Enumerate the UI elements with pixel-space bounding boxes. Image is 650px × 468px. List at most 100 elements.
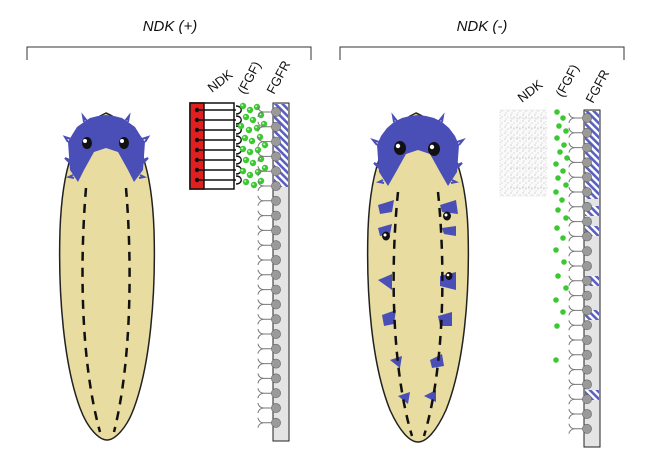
fgf-molecule xyxy=(559,197,565,203)
fgf-molecule xyxy=(260,120,268,128)
fgf-highlight xyxy=(250,139,253,142)
planarian-ndk-plus xyxy=(58,112,156,441)
fgf-molecule xyxy=(557,149,563,155)
pharynx-center xyxy=(92,151,120,186)
ndk-dot xyxy=(194,147,200,153)
fgf-highlight xyxy=(248,150,251,153)
fgf-highlight xyxy=(239,124,242,127)
panel-title-ndk-plus: NDK (+) xyxy=(143,18,198,35)
fgfr-receptor-arm xyxy=(257,210,272,221)
fgfr-receptor-arm xyxy=(257,151,272,162)
fgf-molecule xyxy=(554,109,560,115)
label-fgf: (FGF) xyxy=(552,62,582,100)
fgfr-receptor-arm xyxy=(568,201,583,212)
fgfr-receptor-head xyxy=(582,187,592,197)
label-fgfr: FGFR xyxy=(263,58,293,96)
fgfr-receptor-arm xyxy=(257,284,272,295)
fgf-highlight xyxy=(255,105,258,108)
fgf-molecule xyxy=(242,156,250,164)
fgf-molecule xyxy=(563,128,569,134)
fgfr-receptor-head xyxy=(582,394,592,405)
fgfr-receptor-head xyxy=(582,379,592,390)
fgf-molecule xyxy=(250,181,258,189)
fgfr-receptor-head xyxy=(582,113,592,123)
head-eye-region xyxy=(377,115,459,186)
fgf-molecule xyxy=(253,124,261,132)
ndk-cup xyxy=(235,115,242,125)
fgf-molecule xyxy=(237,122,245,130)
fgfr-receptor-arm xyxy=(257,402,272,414)
fgfr-receptor-arm xyxy=(257,106,272,118)
fgfr-receptor-head xyxy=(582,275,592,286)
fgfr-receptor-arm xyxy=(257,299,272,310)
head-sensory-fringe xyxy=(370,112,466,184)
ndk-dot xyxy=(194,177,200,183)
fgfr-receptor-head xyxy=(271,388,281,399)
fgf-highlight xyxy=(263,166,266,169)
fgf-molecule xyxy=(555,207,561,213)
fgf-highlight xyxy=(252,183,255,186)
fgf-molecule xyxy=(239,102,247,110)
eye-right xyxy=(428,142,440,156)
fgf-molecule xyxy=(563,285,569,291)
fgfr-receptor-arm xyxy=(257,225,272,236)
fgfr-receptor-head xyxy=(271,181,281,191)
planarian-ndk-minus xyxy=(366,112,470,443)
fgf-molecule xyxy=(560,309,566,315)
fgf-molecule xyxy=(245,126,253,134)
ndk-cup xyxy=(235,135,242,145)
fgfr-receptor-arm xyxy=(568,364,583,375)
fgfr-receptor-head xyxy=(271,417,281,428)
panel-bracket-ndk-plus xyxy=(26,46,312,60)
fgfr-receptor-arm xyxy=(568,127,583,138)
fgfr-receptor-head xyxy=(582,349,592,360)
fgf-highlight xyxy=(241,147,244,150)
fgfr-receptor-head xyxy=(582,364,592,375)
fgfr-receptor-arm xyxy=(568,246,583,257)
fgfr-receptor-head xyxy=(271,107,281,117)
fgfr-receptor-head xyxy=(582,127,592,138)
fgfr-receptor-head xyxy=(582,320,592,331)
fgfr-receptor-arm xyxy=(257,388,272,399)
fgfr-receptor-arm xyxy=(568,172,583,183)
fgfr-receptor-arm xyxy=(568,423,583,434)
fgfr-receptor-arm xyxy=(257,269,272,280)
fgf-molecule xyxy=(560,168,566,174)
fgfr-active-zone xyxy=(585,310,599,320)
fgf-molecule xyxy=(246,148,254,156)
fgfr-receptor-head xyxy=(271,329,281,339)
fgf-molecule xyxy=(553,189,559,195)
fgfr-receptor-head xyxy=(271,343,281,354)
fgfr-receptor-arm xyxy=(257,358,272,369)
fgfr-receptor-arm xyxy=(568,379,583,390)
fgfr-receptor-head xyxy=(582,261,592,271)
eye-right xyxy=(119,137,129,149)
fgfr-receptor-arm xyxy=(257,166,272,177)
fgf-molecule xyxy=(563,182,569,188)
fgf-molecule xyxy=(553,357,559,363)
fgf-molecule xyxy=(246,171,254,179)
fgfr-receptor-arm xyxy=(568,334,583,346)
fgfr-receptor-head xyxy=(271,403,281,413)
fgf-molecule xyxy=(554,323,560,329)
fgfr-receptor-arm xyxy=(257,136,272,147)
fgfr-receptor-head xyxy=(582,335,592,345)
fgf-molecule xyxy=(561,259,567,265)
receptor-stack xyxy=(568,112,592,434)
fgf-molecule xyxy=(257,155,265,163)
fgf-highlight xyxy=(248,173,251,176)
fgf-highlight xyxy=(244,180,247,183)
ndk-cup xyxy=(235,155,242,165)
fgfr-receptor-head xyxy=(582,423,592,434)
fgfr-receptor-arm xyxy=(568,157,583,168)
fgf-molecule xyxy=(554,225,560,231)
fgfr-receptor-arm xyxy=(568,216,583,227)
fgf-molecule xyxy=(242,113,250,121)
fgf-molecule xyxy=(261,164,269,172)
fgf-molecule xyxy=(242,178,250,186)
fgfr-receptor-head xyxy=(271,225,281,236)
fgf-molecule xyxy=(555,175,561,181)
fgfr-receptor-head xyxy=(271,269,281,280)
fgfr-receptor-head xyxy=(271,240,281,251)
